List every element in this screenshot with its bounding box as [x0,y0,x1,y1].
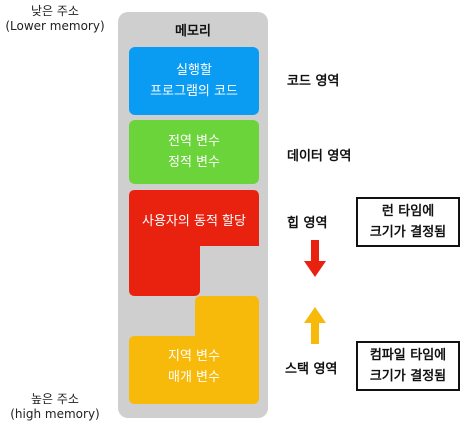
stack-region-label: 스택 영역 [285,362,338,377]
high-address-english: (high memory) [10,407,100,421]
stack-segment-line-2: 매개 변수 [168,370,220,385]
low-address-label: 낮은 주소 (Lower memory) [4,4,106,34]
arrow-up-icon [304,307,326,344]
arrow-down-icon [304,240,326,277]
heap-segment-label: 사용자의 동적 할당 [142,214,246,229]
code-segment-line-2: 프로그램의 코드 [150,84,238,99]
data-region-label: 데이터 영역 [287,149,352,164]
runtime-note-line-2: 크기가 결정됨 [369,225,447,240]
arrow-down-head [304,261,326,277]
arrow-up-head [304,307,326,323]
stack-segment-line-1: 지역 변수 [168,349,220,364]
code-segment-line-1: 실행할 [176,63,212,78]
stack-segment-label: 지역 변수 매개 변수 [129,346,259,388]
memory-title: 메모리 [175,24,211,39]
data-segment-line-1: 전역 변수 [168,134,220,149]
code-segment-block: 실행할 프로그램의 코드 [129,47,259,115]
runtime-note-line-1: 런 타임에 [381,204,435,219]
compile-note-line-1: 컴파일 타임에 [369,348,447,363]
code-region-label: 코드 영역 [287,74,340,89]
low-address-english: (Lower memory) [5,19,105,33]
stack-segment-shape [129,296,259,404]
heap-segment-shape [129,190,259,296]
data-segment-block: 전역 변수 정적 변수 [129,120,259,184]
data-segment-line-2: 정적 변수 [168,155,220,170]
compile-note-line-2: 크기가 결정됨 [369,369,447,384]
arrow-down-shaft [311,240,319,262]
arrow-up-shaft [311,322,319,344]
low-address-korean: 낮은 주소 [31,4,79,18]
runtime-size-note: 런 타임에 크기가 결정됨 [356,197,460,247]
compile-size-note: 컴파일 타임에 크기가 결정됨 [356,341,460,391]
high-address-korean: 높은 주소 [31,392,79,406]
high-address-label: 높은 주소 (high memory) [4,392,106,422]
heap-region-label: 힙 영역 [287,216,328,231]
